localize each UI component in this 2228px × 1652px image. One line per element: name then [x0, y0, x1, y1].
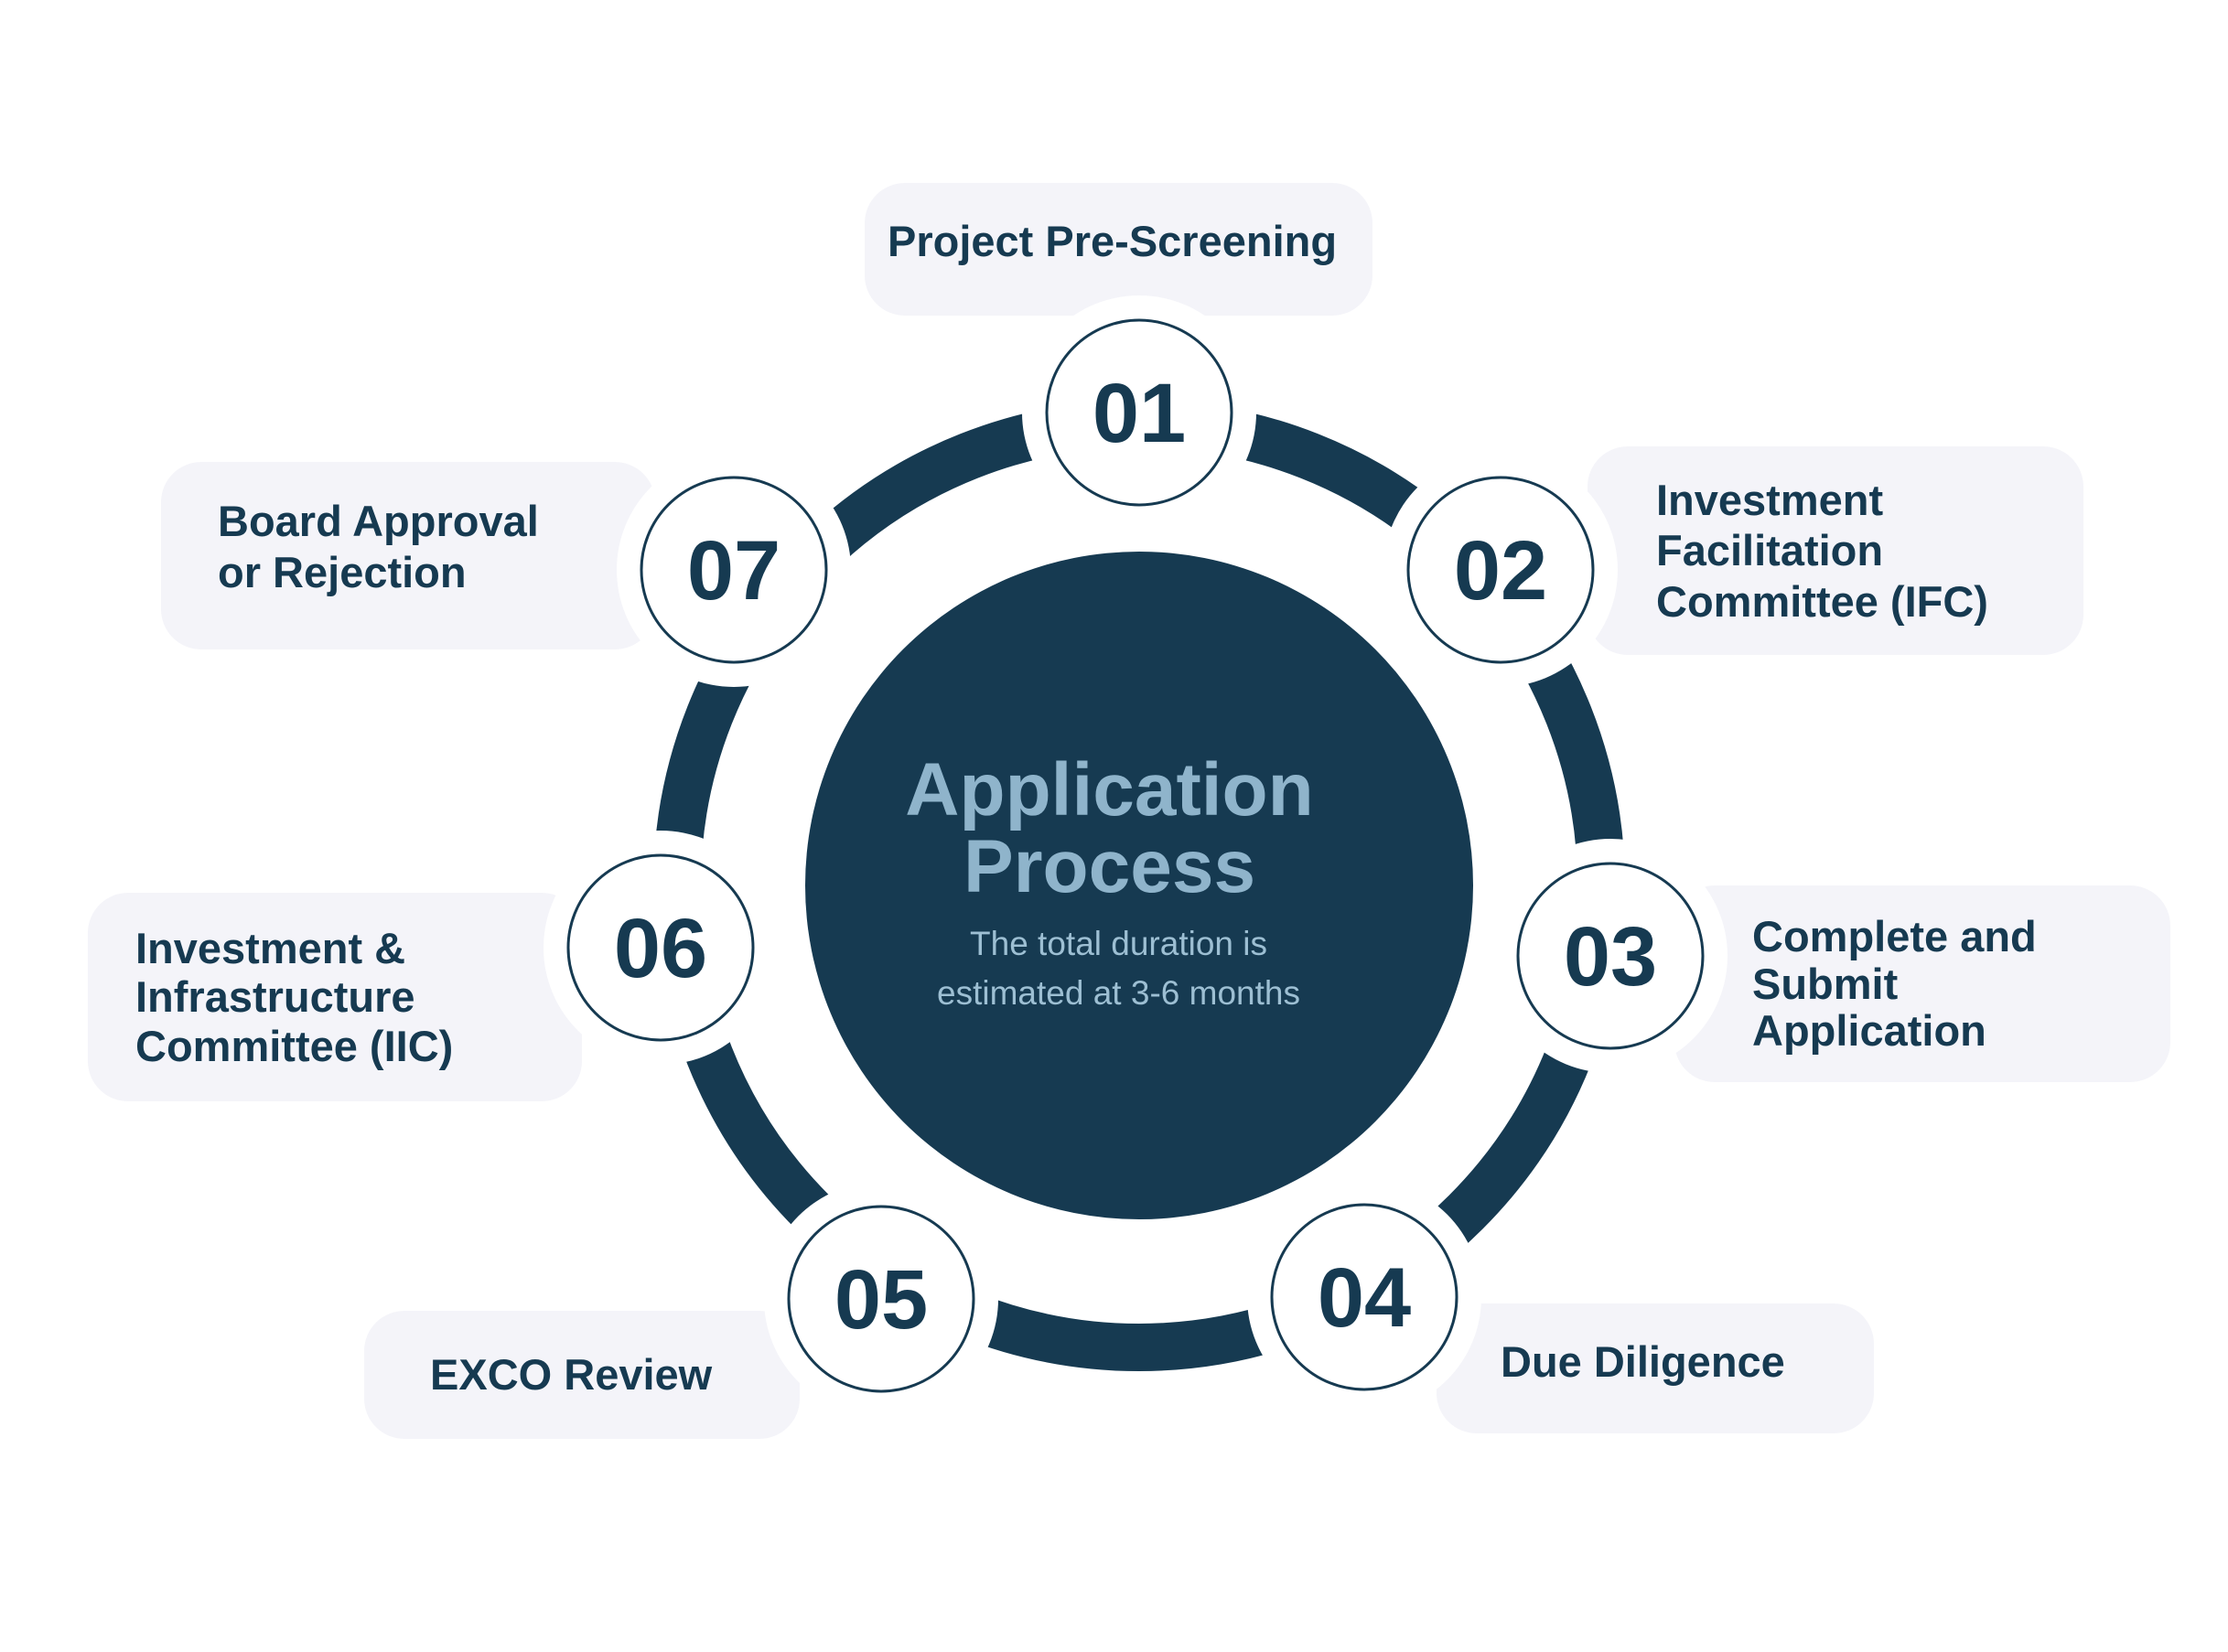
step-02-label: Investment Facilitation Committee (IFC)	[1656, 475, 1988, 626]
step-05-circle	[787, 1205, 975, 1393]
step-05-label-box: EXCO Review	[364, 1311, 800, 1439]
step-07-label-box: Board Approval or Rejection	[161, 462, 655, 649]
center-disc	[805, 552, 1473, 1219]
step-07-circle	[640, 476, 828, 664]
step-06-circle	[566, 853, 755, 1042]
step-07-label: Board Approval or Rejection	[218, 497, 539, 596]
step-01-circle	[1045, 318, 1233, 507]
step-06-label-box: Investment & Infrastructure Committee (I…	[88, 893, 582, 1101]
step-06-label: Investment & Infrastructure Committee (I…	[135, 923, 454, 1070]
step-04-circle	[1270, 1203, 1458, 1391]
step-06-number: 06	[614, 902, 707, 995]
step-04-number: 04	[1318, 1251, 1411, 1345]
step-05-label: EXCO Review	[430, 1350, 713, 1400]
step-02-label-box: Investment Facilitation Committee (IFC)	[1588, 446, 2083, 655]
step-03-label: Complete and Submit Application	[1752, 911, 2037, 1056]
center-subtitle: The total duration is estimated at 3-6 m…	[937, 925, 1300, 1012]
step-01-label-box: Project Pre-Screening	[865, 183, 1372, 316]
step-03-number: 03	[1564, 910, 1657, 1003]
step-02-number: 02	[1454, 524, 1547, 617]
center-title: Application Process	[905, 748, 1314, 908]
step-03-circle	[1516, 862, 1705, 1050]
step-01-number: 01	[1092, 367, 1186, 460]
step-04-label-box: Due Diligence	[1437, 1303, 1874, 1433]
step-01-label: Project Pre-Screening	[888, 216, 1338, 265]
step-04-label: Due Diligence	[1501, 1337, 1785, 1387]
step-03-label-box: Complete and Submit Application	[1674, 885, 2170, 1082]
step-02-circle	[1406, 476, 1595, 664]
step-07-number: 07	[687, 524, 780, 617]
step-05-number: 05	[834, 1253, 928, 1346]
